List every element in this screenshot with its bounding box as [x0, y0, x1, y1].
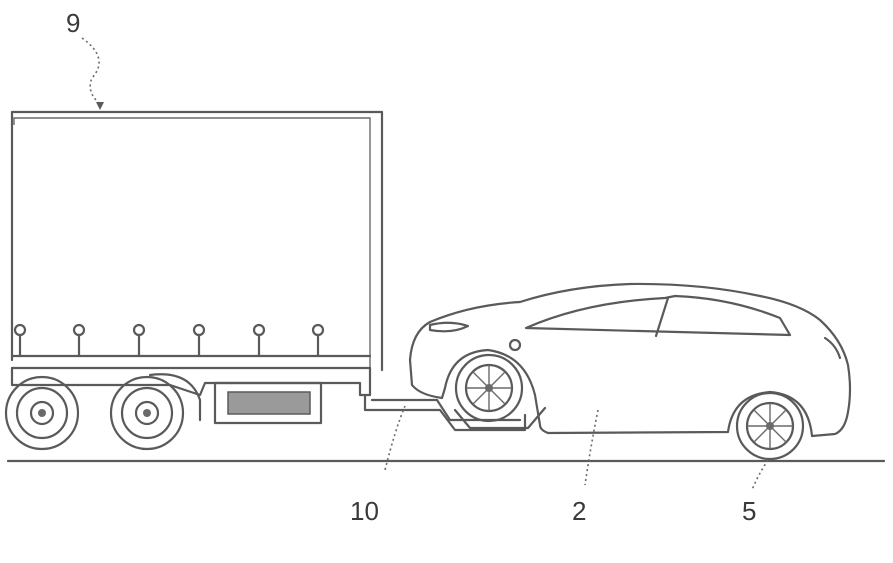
- car-body: [408, 282, 852, 438]
- car-pillar: [654, 296, 670, 338]
- car-wheel-front: [454, 353, 524, 423]
- ref-label-vehicle: 2: [572, 496, 587, 526]
- electric-vehicle: [408, 282, 852, 461]
- curtain-post: [13, 323, 27, 358]
- hitch: [363, 393, 527, 471]
- curtain-post: [311, 323, 325, 358]
- storage-box: [213, 381, 323, 425]
- ref-label-trailer: 9: [66, 8, 81, 38]
- trailer-mudguard: [148, 373, 202, 422]
- trailer-wheel-front: [4, 375, 80, 451]
- car-window: [524, 294, 792, 337]
- ref-label-hitch: 10: [350, 496, 379, 526]
- wheel-dolly: [453, 406, 547, 430]
- curtain-posts: [13, 323, 325, 358]
- curtain-post: [252, 323, 266, 358]
- curtain-post: [192, 323, 206, 358]
- leader-2: [584, 409, 599, 486]
- leader-5: [751, 459, 769, 491]
- leader-9: [81, 37, 101, 105]
- car-emblem: [508, 338, 522, 352]
- trailer-box-inner-edge: [13, 117, 371, 382]
- car-headlight: [428, 321, 470, 333]
- car-wheel-rear: [735, 391, 805, 461]
- ref-label-wheel: 5: [742, 496, 757, 526]
- curtain-post: [72, 323, 86, 358]
- trailer-box: [10, 110, 384, 372]
- leader-10: [384, 405, 406, 471]
- leader-9-arrow: [96, 102, 104, 110]
- trailer: [4, 110, 384, 451]
- car-taillight: [823, 336, 842, 360]
- trailer-chassis: [10, 366, 372, 397]
- trailer-wheel-rear: [109, 375, 185, 451]
- curtain-post: [132, 323, 146, 358]
